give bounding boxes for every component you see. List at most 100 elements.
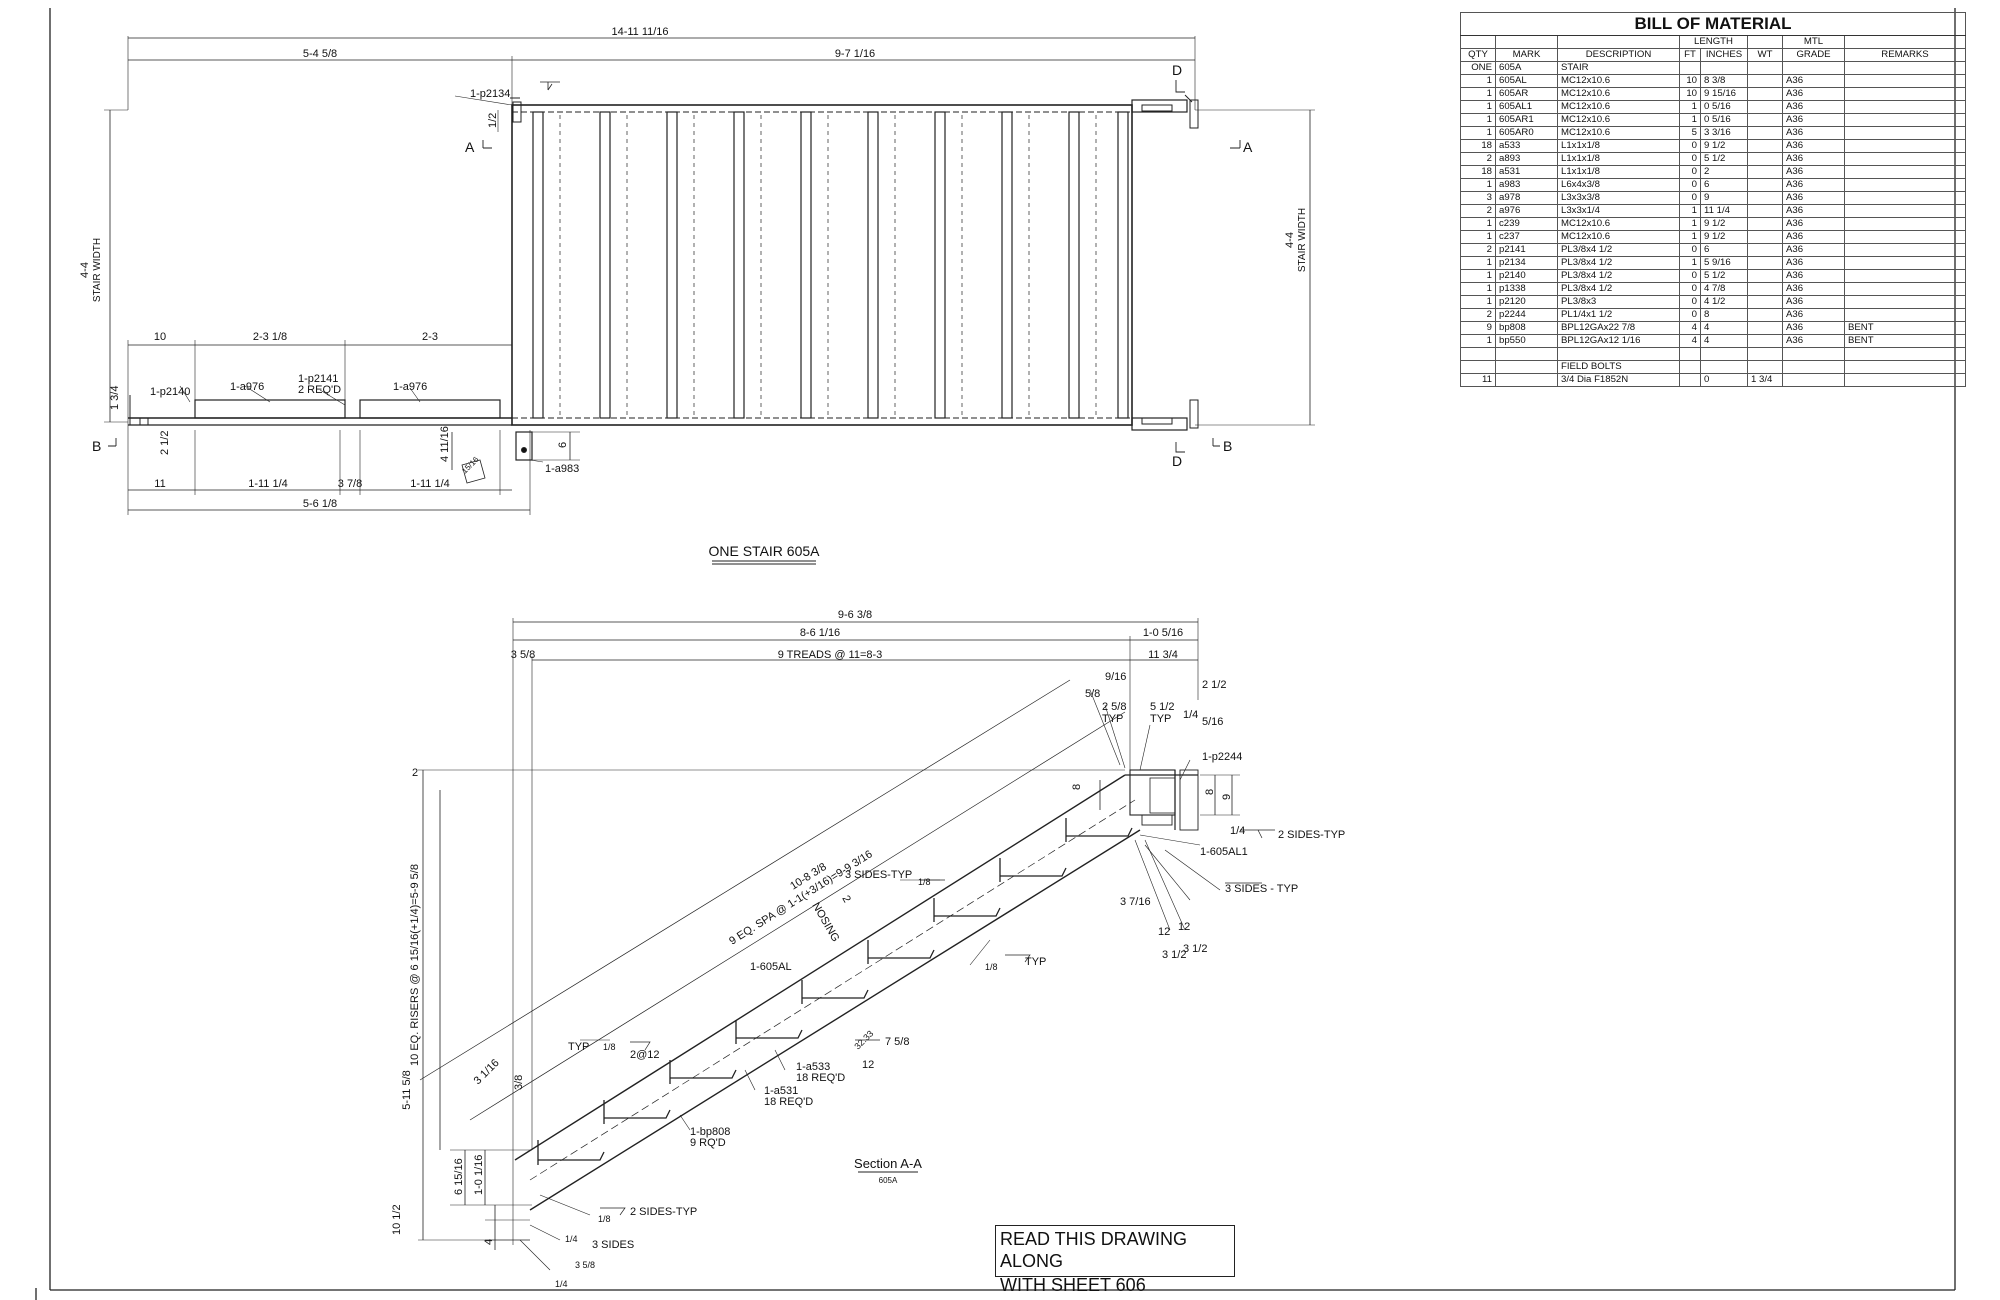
bom-cell <box>1747 113 1783 127</box>
sec-dim-8-a: 8 <box>1071 784 1083 790</box>
bom-cell: 9 15/16 <box>1700 87 1748 101</box>
bom-cell: FIELD BOLTS <box>1557 360 1680 374</box>
bom-cell: a533 <box>1495 139 1558 153</box>
bom-cell: 0 <box>1679 191 1701 205</box>
sec-weld-1-4-b: 1/4 <box>565 1234 578 1244</box>
bill-of-material: BILL OF MATERIAL LENGTH MTL QTY MARK DES… <box>1460 12 1966 387</box>
bom-cell: 2 <box>1460 152 1496 166</box>
sec-dim-3-8: 3/8 <box>513 1075 525 1090</box>
sec-weld-1-8-d: 1/8 <box>598 1214 611 1224</box>
sec-label-bp808-req: 9 RQ'D <box>690 1137 726 1149</box>
bom-cell: 4 <box>1679 321 1701 335</box>
bom-cell <box>1679 61 1701 75</box>
sec-label-2-sides-typ-b: 2 SIDES-TYP <box>630 1206 697 1218</box>
sec-label-3-sides-typ-b: 3 SIDES-TYP <box>845 869 912 881</box>
bom-cell <box>1782 347 1845 361</box>
bom-cell: 1 <box>1460 74 1496 88</box>
bom-cell: L3x3x1/4 <box>1557 204 1680 218</box>
bom-cell: 6 <box>1700 243 1748 257</box>
bom-cell <box>1844 178 1966 192</box>
bom-cell: STAIR <box>1557 61 1680 75</box>
bom-cell: 605AL <box>1495 74 1558 88</box>
bom-cell: L1x1x1/8 <box>1557 152 1680 166</box>
bom-cell: 0 <box>1679 269 1701 283</box>
bom-cell: A36 <box>1782 100 1845 114</box>
bom-cell: 605AR <box>1495 87 1558 101</box>
bom-cell: 605AR0 <box>1495 126 1558 140</box>
dim-15-16: 15/16 <box>460 455 481 476</box>
bom-cell <box>1844 126 1966 140</box>
bom-cell <box>1557 347 1680 361</box>
bom-cell: 1 <box>1460 126 1496 140</box>
dim-1-2: 1/2 <box>487 113 499 128</box>
bom-cell <box>1679 360 1701 374</box>
bom-cell: 18 <box>1460 139 1496 153</box>
bom-col-qty: QTY <box>1460 48 1496 62</box>
bom-cell <box>1844 113 1966 127</box>
bom-cell: 9 1/2 <box>1700 139 1748 153</box>
bom-cell <box>1844 269 1966 283</box>
note-line-1: READ THIS DRAWING ALONG <box>1000 1229 1188 1271</box>
bom-cell: 1 <box>1460 256 1496 270</box>
sec-label-605al1: 1-605AL1 <box>1200 846 1248 858</box>
label-a976-b: 1-a976 <box>393 381 427 393</box>
bom-cell: BENT <box>1844 321 1966 335</box>
sec-dim-5-1-2: 5 1/2 <box>1150 701 1174 713</box>
sec-dim-1-0-5-16: 1-0 5/16 <box>1143 627 1183 639</box>
bom-cell: a531 <box>1495 165 1558 179</box>
dim-3-7-8: 3 7/8 <box>338 478 362 490</box>
bom-cell: A36 <box>1782 113 1845 127</box>
dim-6: 6 <box>557 442 569 448</box>
bom-cell: p2244 <box>1495 308 1558 322</box>
sec-weld-1-4: 1/4 <box>1230 825 1245 837</box>
sec-dim-3-1-2-a: 3 1/2 <box>1162 949 1186 961</box>
sec-dim-overall: 9-6 3/8 <box>838 609 872 621</box>
width-right: 4-4 <box>1284 232 1296 248</box>
bom-cell <box>1844 152 1966 166</box>
note-box: READ THIS DRAWING ALONG WITH SHEET 606 <box>995 1225 1235 1295</box>
bom-cell: 1 <box>1460 334 1496 348</box>
bom-cell: 605AR1 <box>1495 113 1558 127</box>
bom-cell: 4 <box>1700 334 1748 348</box>
bom-cell: PL3/8x3 <box>1557 295 1680 309</box>
bom-cell <box>1700 347 1748 361</box>
bom-cell: 10 <box>1679 87 1701 101</box>
bom-cell <box>1679 373 1701 387</box>
bom-cell: 4 <box>1700 321 1748 335</box>
bom-cell: 11 1/4 <box>1700 204 1748 218</box>
bom-cell: A36 <box>1782 178 1845 192</box>
bom-cell <box>1747 165 1783 179</box>
bom-cell: p2141 <box>1495 243 1558 257</box>
bom-cell: bp550 <box>1495 334 1558 348</box>
bom-cell: 18 <box>1460 165 1496 179</box>
bom-col-wt: WT <box>1747 48 1783 62</box>
bom-cell: 1 <box>1679 217 1701 231</box>
sec-label-a531-req: 18 REQ'D <box>764 1096 813 1108</box>
bom-cell: 5 1/2 <box>1700 152 1748 166</box>
section-steps <box>537 818 1133 1165</box>
bom-cell: BPL12GAx22 7/8 <box>1557 321 1680 335</box>
sec-dim-5-11-5-8: 5-11 5/8 <box>401 1070 413 1110</box>
bom-cell: p2134 <box>1495 256 1558 270</box>
bom-cell: MC12x10.6 <box>1557 126 1680 140</box>
bom-cell: 2 <box>1460 243 1496 257</box>
bom-cell: BPL12GAx12 1/16 <box>1557 334 1680 348</box>
bom-cell: 1 <box>1460 113 1496 127</box>
bom-cell: a983 <box>1495 178 1558 192</box>
sec-label-a531: 1-a531 <box>764 1085 798 1097</box>
bom-cell: L1x1x1/8 <box>1557 139 1680 153</box>
bom-cell: a893 <box>1495 152 1558 166</box>
bom-cell <box>1747 230 1783 244</box>
sec-dim-risers: 10 EQ. RISERS @ 6 15/16(+1/4)=5-9 5/8 <box>409 864 421 1066</box>
bom-cell: 5 1/2 <box>1700 269 1748 283</box>
dim-overall: 14-11 11/16 <box>611 26 668 38</box>
sec-weld-1-4-c: 1/4 <box>555 1279 568 1289</box>
bom-cell <box>1747 74 1783 88</box>
